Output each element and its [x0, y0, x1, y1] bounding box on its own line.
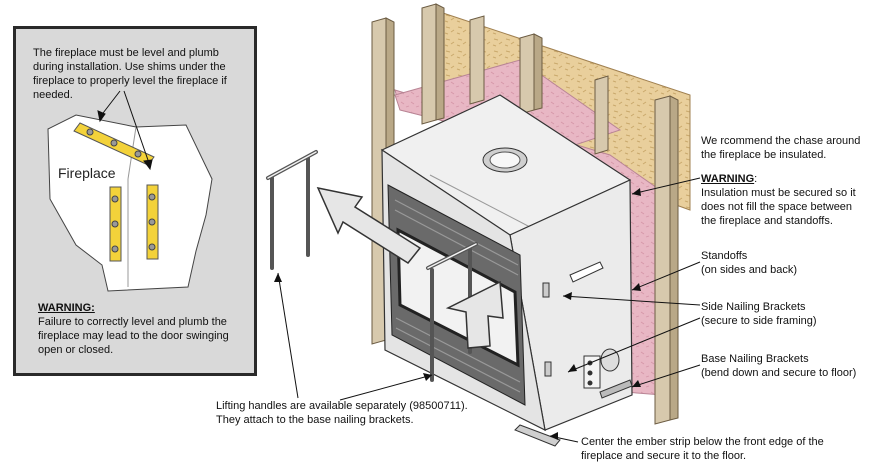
- inset-level-note: The fireplace must be level and plumb du…: [33, 47, 227, 101]
- wall-studs: [371, 3, 679, 425]
- callout-insulation-warning-title: WARNING:: [701, 172, 757, 186]
- install-arrow-left: [316, 186, 422, 264]
- inset-illustration: [47, 90, 213, 292]
- inset-warning-text: Failure to correctly level and plumb the…: [38, 316, 229, 356]
- leveling-inset-panel: The fireplace must be level and plumb du…: [13, 26, 257, 376]
- callout-base-nailing-brackets: Base Nailing Brackets (bend down and sec…: [701, 353, 857, 379]
- callout-ember-strip: Center the ember strip below the front e…: [581, 436, 824, 462]
- ember-strip: [514, 424, 561, 447]
- callout-chase-insulated: We rcommend the chase around the firepla…: [701, 135, 861, 161]
- install-arrow-right: [445, 280, 504, 349]
- fireplace-corner-shape: [47, 114, 213, 292]
- level-tool-vertical-right: [146, 184, 159, 260]
- level-tool-vertical-left: [109, 186, 122, 262]
- lifting-handle-loose: [266, 150, 318, 270]
- gas-inlet: [600, 348, 620, 372]
- callout-lifting-handles: Lifting handles are available separately…: [216, 400, 468, 426]
- side-nailing-bracket-upper: [542, 282, 550, 298]
- inset-warning-heading: WARNING:: [38, 302, 95, 314]
- insulation-warning-heading: WARNING: [701, 173, 755, 185]
- inset-leader-arrows: [97, 90, 153, 171]
- standoff-bracket: [569, 261, 604, 283]
- insulation-warning-colon: :: [754, 173, 758, 185]
- callout-side-nailing-brackets: Side Nailing Brackets (secure to side fr…: [701, 301, 817, 327]
- side-nailing-bracket-lower: [544, 361, 552, 377]
- leader-arrowheads: [274, 188, 641, 440]
- callout-standoffs: Standoffs (on sides and back): [701, 250, 797, 276]
- callout-insulation-warning-text: Insulation must be secured so it does no…: [701, 187, 856, 227]
- base-bracket: [599, 379, 633, 399]
- inset-fireplace-label: Fireplace: [58, 165, 116, 181]
